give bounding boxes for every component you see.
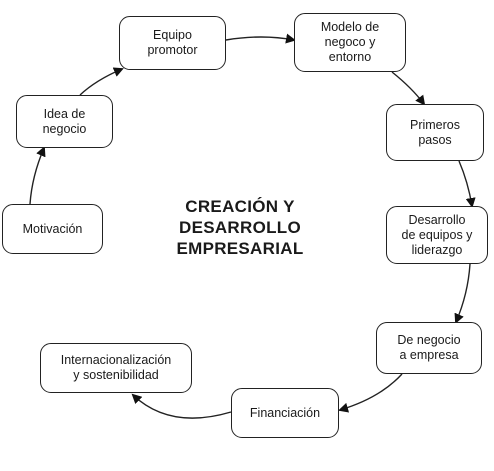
node-internacionalizacion-label: Internacionalización y sostenibilidad <box>60 353 172 382</box>
node-idea-de-negocio: Idea de negocio <box>16 95 113 148</box>
node-desarrollo-equipos: Desarrollo de equipos y liderazgo <box>386 206 488 264</box>
node-internacionalizacion: Internacionalización y sostenibilidad <box>40 343 192 393</box>
node-de-negocio-a-empresa-label: De negocio a empresa <box>397 333 461 362</box>
arrow-primeros-to-desarrollo <box>458 160 476 208</box>
node-financiacion-label: Financiación <box>249 405 321 420</box>
node-motivacion-label: Motivación <box>22 221 83 236</box>
node-equipo-promotor-label: Equipo promotor <box>147 28 198 57</box>
arrow-idea-to-equipo <box>79 67 124 96</box>
arrow-financiacion-to-internacional <box>131 393 232 419</box>
node-primeros-pasos: Primeros pasos <box>386 104 484 161</box>
arrow-equipo-to-modelo <box>225 33 296 44</box>
node-modelo-de-negocio-label: Modelo de negoco y entorno <box>320 20 380 64</box>
node-primeros-pasos-label: Primeros pasos <box>409 117 460 147</box>
arrow-desarrollo-to-negocio <box>454 263 471 324</box>
diagram-title: CREACIÓN Y DESARROLLO EMPRESARIAL <box>176 197 304 258</box>
arrow-negocio-to-financiacion <box>338 373 403 413</box>
node-financiacion: Financiación <box>231 388 339 438</box>
node-equipo-promotor: Equipo promotor <box>119 16 226 70</box>
node-modelo-de-negocio: Modelo de negoco y entorno <box>294 13 406 72</box>
arrow-motivacion-to-idea <box>29 146 46 205</box>
node-desarrollo-equipos-label: Desarrollo de equipos y liderazgo <box>401 212 473 257</box>
node-motivacion: Motivación <box>2 204 103 254</box>
node-idea-de-negocio-label: Idea de negocio <box>42 106 87 136</box>
node-de-negocio-a-empresa: De negocio a empresa <box>376 322 482 374</box>
arrow-modelo-to-primeros <box>391 71 426 106</box>
